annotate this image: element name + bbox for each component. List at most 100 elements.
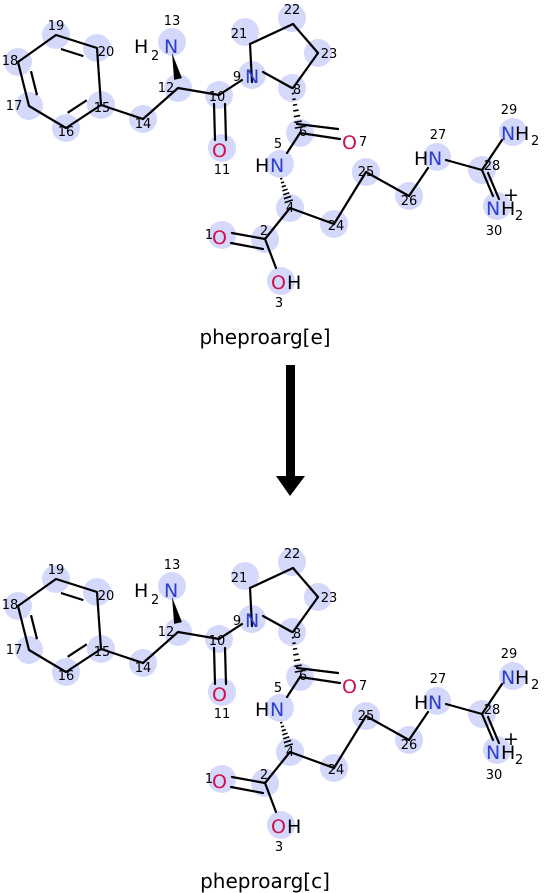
bond-13 [298,675,342,685]
bond-20 [229,241,265,251]
bond-22 [332,170,368,226]
bond-23 [364,714,411,742]
atom-number-5: 5 [274,681,282,696]
atom-number-8: 8 [293,627,301,642]
atom-label-h5: H [255,699,269,721]
atom-number-12: 12 [158,625,175,640]
bond-10 [291,51,320,90]
bond-10 [291,595,320,634]
atom-number-11: 11 [214,163,231,178]
atom-label-o7: O [342,676,357,698]
atom-label-h3: H [287,816,301,838]
atom-number-30: 30 [486,224,503,239]
atom-number-28: 28 [484,159,501,174]
hash-bond-12-5 [293,658,301,662]
atom-number-7: 7 [359,679,367,694]
atom-number-29: 29 [501,647,518,662]
hash-bond-16-2 [280,181,285,184]
atom-highlight-1 [208,765,236,793]
bond-28 [486,171,501,201]
hash-bond-16-4 [282,188,288,192]
bond-14 [295,122,340,131]
atom-highlight-22 [278,548,306,576]
bond-7 [248,586,254,628]
hash-bond-16-7 [284,199,294,204]
bond-5 [212,102,217,142]
bond-4 [217,78,244,97]
atom-number-23: 23 [321,591,338,606]
bond-19 [230,231,267,241]
atom-number-4: 4 [286,201,294,216]
wedge-bond-0 [172,53,182,80]
bond-8 [248,566,295,590]
atom-number-1: 1 [205,772,213,787]
atom-label-o3: O [271,272,286,294]
atom-highlight-13 [158,572,186,600]
atom-number-25: 25 [358,709,375,724]
atom-number-10: 10 [209,90,226,105]
atom-label-plus30: + [503,728,519,750]
atom-number-10: 10 [209,634,226,649]
bond-14 [295,666,340,675]
atom-label-n5: N [270,699,284,721]
bond-7 [248,42,254,84]
bond-27 [480,168,495,198]
atom-highlight-3 [267,811,295,839]
hash-bond-12-7 [294,669,304,673]
atom-label-n27: N [428,148,442,170]
atom-label-h30: H [501,198,515,220]
hash-bond-12-5 [293,114,301,118]
atom-number-15: 15 [94,645,111,660]
atom-label-h29: H [515,667,529,689]
atom-label-sub30: 2 [515,209,523,224]
atom-number-9: 9 [233,614,241,629]
atom-number-19: 19 [48,563,65,578]
atom-label-n30: N [486,742,500,764]
atom-label-n13: N [164,36,178,58]
atom-highlight-22 [278,4,306,32]
bond-4 [217,622,244,641]
bond-21 [263,237,278,270]
bond-20 [229,785,265,795]
atom-label-o11: O [212,684,227,706]
molecule-caption: pheproarg[e] [199,325,330,349]
atom-number-27: 27 [430,672,447,687]
atom-number-21: 21 [231,571,248,586]
atom-label-n5: N [270,155,284,177]
hash-bond-16-6 [283,195,292,200]
atom-number-20: 20 [98,589,115,604]
bond-22 [332,714,368,770]
reaction-arrow-head [276,476,305,496]
atom-number-3: 3 [275,296,283,311]
bond-1 [176,86,221,97]
molecule-caption: pheproarg[c] [200,869,330,893]
atom-highlight-5 [266,150,294,178]
atom-number-17: 17 [6,99,23,114]
atom-label-n9: N [245,610,259,632]
bond-3 [99,103,145,121]
atom-number-11: 11 [214,707,231,722]
atom-number-2: 2 [260,768,268,783]
hash-bond-12-2 [292,642,296,645]
atom-label-sub13: 2 [151,49,159,64]
bond-23 [364,170,411,198]
atom-highlight-13 [158,28,186,56]
benzene-ring [16,33,103,130]
atom-number-22: 22 [284,547,301,562]
bond-27 [480,712,495,742]
hash-bond-12-7 [294,125,304,129]
bond-15 [285,131,302,155]
bond-26 [480,682,504,716]
atom-label-h30: H [501,742,515,764]
atom-label-n9: N [245,66,259,88]
hash-bond-16-6 [283,739,292,744]
atom-highlight-29 [499,662,527,690]
atom-number-30: 30 [486,768,503,783]
bond-9 [291,566,320,599]
atom-label-sub30: 2 [515,753,523,768]
reaction-arrow [276,365,305,496]
hash-bond-16-7 [284,743,294,748]
atom-highlight-29 [499,118,527,146]
